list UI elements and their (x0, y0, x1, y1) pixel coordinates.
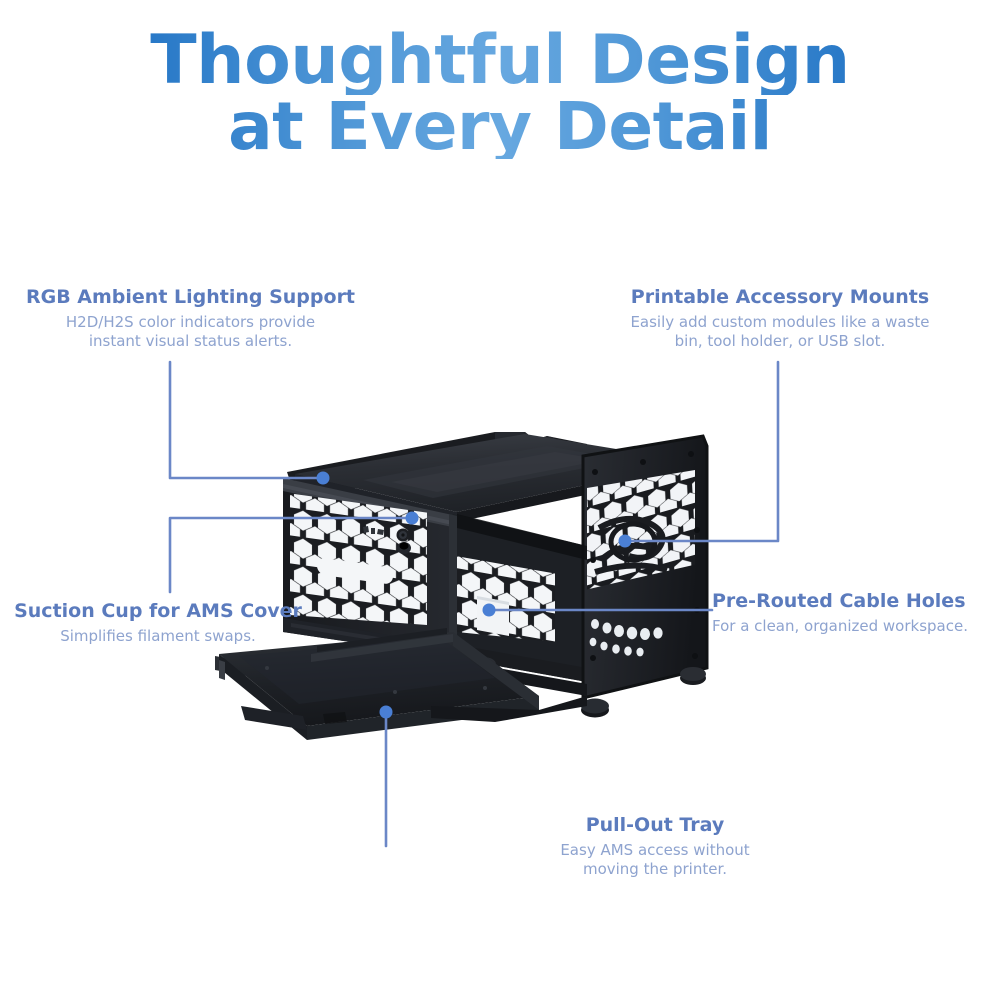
callout-body-line-1: H2D/H2S color indicators provide (65, 312, 316, 331)
callout-body: Simplifies filament swaps. (8, 627, 308, 647)
page-title: Thoughtful Design at Every Detail (0, 27, 1000, 160)
callout-body-line-1: Easy AMS access without (560, 840, 750, 859)
callout-body: H2D/H2S color indicators provide instant… (18, 313, 363, 352)
callout-body: Easy AMS access without moving the print… (530, 841, 780, 880)
callout-printable-accessory-mounts: Printable Accessory Mounts Easily add cu… (610, 286, 950, 352)
callout-heading: Suction Cup for AMS Cover (14, 600, 302, 622)
callout-heading: Pull-Out Tray (585, 814, 725, 836)
callout-heading: Printable Accessory Mounts (630, 286, 930, 308)
callout-body-line-1: For a clean, organized workspace. (712, 616, 968, 635)
callout-body: Easily add custom modules like a waste b… (610, 313, 950, 352)
callout-body: For a clean, organized workspace. (712, 617, 992, 637)
callout-body-line-2: moving the printer. (582, 860, 728, 879)
callout-body-line-2: instant visual status alerts. (88, 332, 293, 351)
panel-divider (449, 514, 457, 660)
callout-pull-out-tray: Pull-Out Tray Easy AMS access without mo… (530, 814, 780, 880)
callout-heading: Pre-Routed Cable Holes (712, 590, 966, 612)
callout-body-line-2: bin, tool holder, or USB slot. (674, 332, 886, 351)
title-line-1: Thoughtful Design (0, 27, 1000, 95)
callout-suction-cup: Suction Cup for AMS Cover Simplifies fil… (8, 600, 308, 646)
right-panel-graduated-holes (589, 619, 663, 657)
title-line-2: at Every Detail (0, 93, 1000, 160)
callout-rgb-ambient-lighting: RGB Ambient Lighting Support H2D/H2S col… (18, 286, 363, 352)
callout-pre-routed-cable-holes: Pre-Routed Cable Holes For a clean, orga… (712, 590, 992, 636)
callout-body-line-1: Simplifies filament swaps. (60, 626, 256, 645)
callout-heading: RGB Ambient Lighting Support (25, 286, 356, 308)
tray-slider-rail (311, 634, 453, 662)
tray-front-edge (307, 696, 539, 740)
callout-body-line-1: Easily add custom modules like a waste (630, 312, 930, 331)
tray-handle-tab (241, 706, 307, 730)
product-image (195, 410, 755, 780)
tray-screws (265, 666, 487, 694)
